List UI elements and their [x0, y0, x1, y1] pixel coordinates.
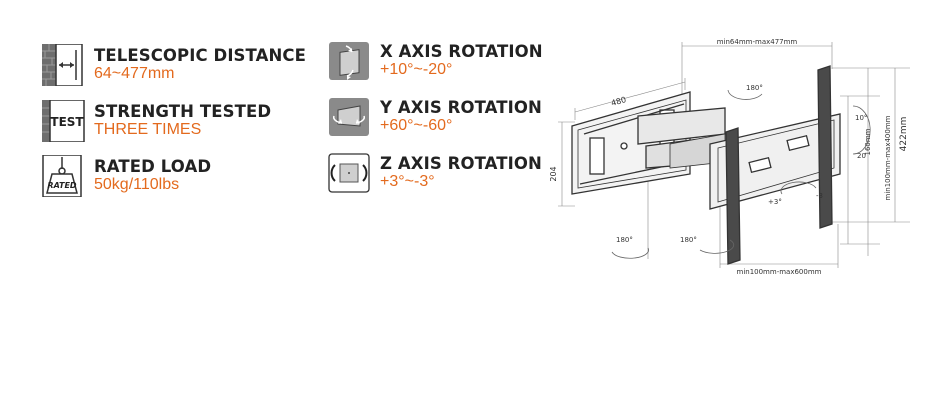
telescopic-distance-icon — [42, 44, 83, 86]
top-range-label: min64mm-max477mm — [717, 38, 798, 46]
spec-rated-load: RATED RATED LOAD 50kg/110lbs — [42, 155, 211, 197]
level-minus-label: -3 — [816, 192, 823, 200]
spec-value: 50kg/110lbs — [94, 176, 180, 193]
total-height-label: 422mm — [899, 117, 909, 152]
spec-strength-tested: TEST STRENGTH TESTED THREE TIMES — [42, 100, 271, 142]
swivel-left-label: 180° — [616, 236, 633, 244]
swivel-mid-label: 180° — [680, 236, 697, 244]
rotation-arcs — [611, 89, 871, 259]
mount-dimension-diagram: min64mm-max477mm min100mm-max600mm min10… — [550, 38, 910, 276]
spec-title: Z AXIS ROTATION — [380, 154, 542, 173]
level-plus-label: +3° — [768, 198, 782, 206]
spec-value: +3°~-3° — [380, 173, 435, 190]
spec-value: THREE TIMES — [94, 121, 202, 138]
tv-bracket — [709, 65, 841, 265]
test-icon-label: TEST — [50, 115, 84, 129]
x-axis-rotation-icon — [329, 42, 369, 80]
spec-value: +10°~-20° — [380, 61, 453, 78]
spec-title: Y AXIS ROTATION — [380, 98, 542, 117]
rated-load-icon: RATED — [42, 155, 82, 197]
depth-label: 480 — [610, 95, 627, 108]
tilt-height-label: 160mm — [864, 128, 872, 155]
tilt-up-label: 10° — [855, 114, 867, 122]
spec-title: X AXIS ROTATION — [380, 42, 543, 61]
spec-y-axis-rotation: Y AXIS ROTATION +60°~-60° — [328, 96, 542, 138]
tilt-down-label: 20 — [857, 152, 866, 160]
dimension-lines — [558, 42, 910, 268]
bottom-range-label: min100mm-max600mm — [737, 268, 822, 276]
spec-telescopic-distance: TELESCOPIC DISTANCE 64~477mm — [42, 44, 306, 86]
spec-value: 64~477mm — [94, 65, 175, 82]
spec-x-axis-rotation: X AXIS ROTATION +10°~-20° — [328, 40, 543, 82]
swivel-top-label: 180° — [746, 84, 763, 92]
spec-z-axis-rotation: Z AXIS ROTATION +3°~-3° — [328, 152, 542, 194]
spec-title: RATED LOAD — [94, 157, 212, 176]
spec-title: STRENGTH TESTED — [94, 102, 272, 121]
vertical-range-label: min100mm-max400mm — [884, 115, 892, 200]
z-axis-rotation-icon — [328, 153, 370, 193]
spec-value: +60°~-60° — [380, 117, 453, 134]
spec-title: TELESCOPIC DISTANCE — [94, 46, 306, 65]
strength-test-icon: TEST — [42, 100, 85, 142]
plate-height-label: 204 — [550, 166, 558, 181]
rated-icon-label: RATED — [47, 181, 77, 190]
y-axis-rotation-icon — [329, 98, 369, 136]
